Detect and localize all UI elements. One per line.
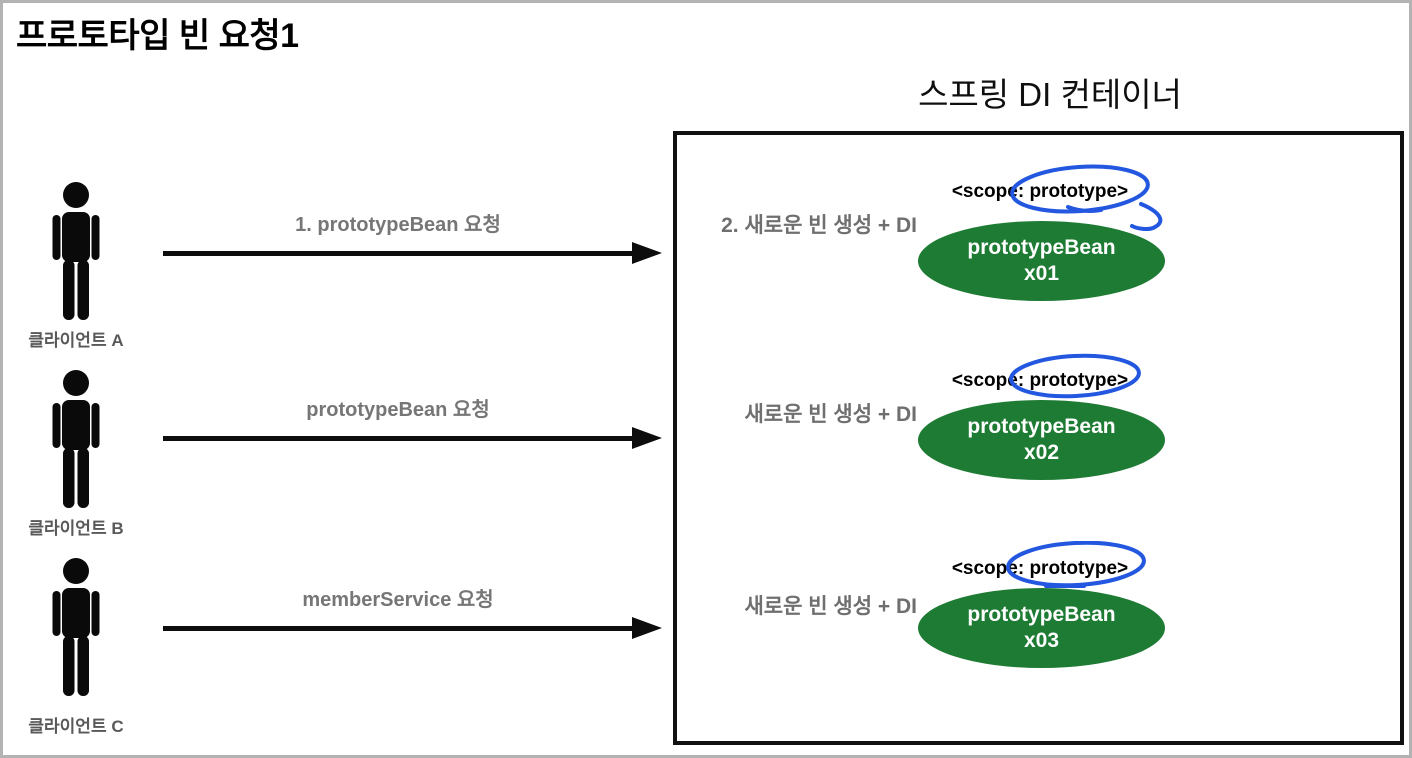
request-label-2: prototypeBean 요청	[306, 399, 490, 421]
client-a-person-icon	[48, 182, 104, 322]
client-a-label: 클라이언트 A	[28, 331, 124, 350]
bean-instance: x02	[1023, 441, 1060, 464]
bean-name: prototypeBean	[967, 236, 1116, 259]
page-title: 프로토타입 빈 요청1	[16, 17, 299, 55]
request-label-3: memberService 요청	[302, 589, 494, 611]
request-arrow-1-head-icon	[632, 242, 662, 264]
scope-label-1: <scope: prototype>	[951, 181, 1129, 202]
client-b-person-icon	[48, 370, 104, 510]
bean-create-label-2: 새로운 빈 생성 + DI	[744, 403, 917, 426]
bean-instance: x01	[1023, 262, 1060, 285]
bean-ellipse-2: prototypeBean x02	[918, 400, 1165, 480]
request-arrow-2-head-icon	[632, 427, 662, 449]
client-b-label: 클라이언트 B	[28, 519, 124, 538]
bean-ellipse-1: prototypeBean x01	[918, 221, 1165, 301]
bean-name: prototypeBean	[967, 603, 1116, 626]
request-arrow-3-line	[163, 626, 633, 631]
bean-create-label-3: 새로운 빈 생성 + DI	[744, 595, 917, 618]
client-c-label: 클라이언트 C	[28, 717, 124, 736]
client-c-person-icon	[48, 558, 104, 698]
di-container-title: 스프링 DI 컨테이너	[918, 76, 1182, 113]
scope-label-2: <scope: prototype>	[951, 370, 1129, 391]
request-label-1: 1. prototypeBean 요청	[295, 214, 501, 236]
request-arrow-1-line	[163, 251, 633, 256]
request-arrow-2-line	[163, 436, 633, 441]
bean-ellipse-3: prototypeBean x03	[918, 588, 1165, 668]
bean-instance: x03	[1023, 629, 1060, 652]
request-arrow-3-head-icon	[632, 617, 662, 639]
bean-name: prototypeBean	[967, 415, 1116, 438]
bean-create-label-1: 2. 새로운 빈 생성 + DI	[721, 214, 917, 237]
scope-label-3: <scope: prototype>	[951, 558, 1129, 579]
